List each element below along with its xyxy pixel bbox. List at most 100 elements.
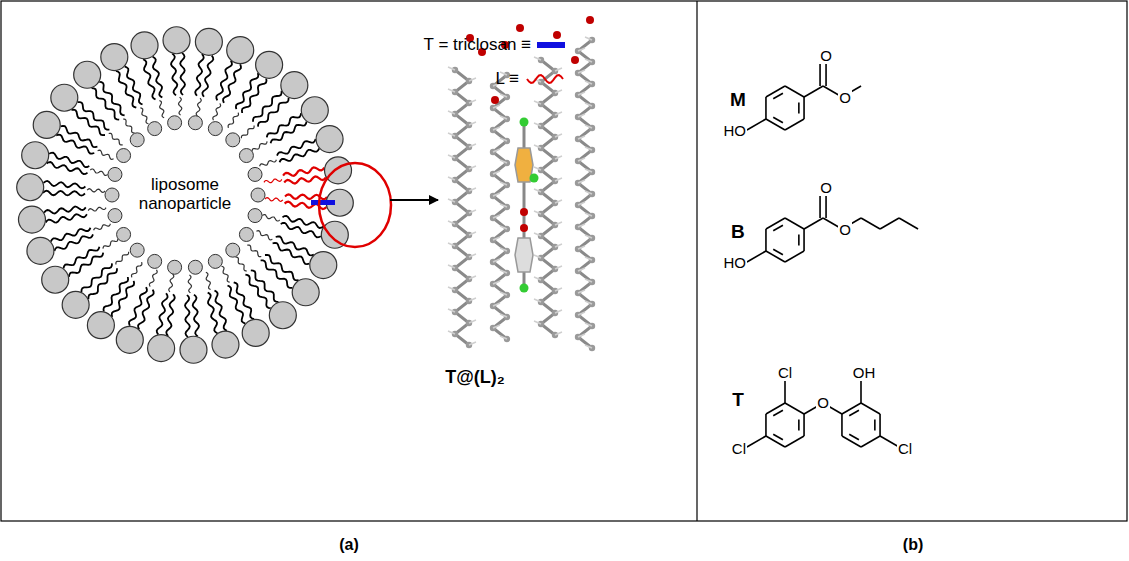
lipid-head: [108, 209, 122, 223]
hydrogen: [578, 202, 585, 205]
hydrogen: [585, 169, 592, 172]
hydrogen: [493, 281, 500, 284]
hydrogen: [500, 116, 507, 119]
lipid-head: [105, 188, 119, 202]
lipid-tail: [46, 214, 87, 222]
hydrogen: [578, 246, 585, 249]
double-bond: [825, 194, 827, 218]
lipid-tail: [44, 207, 86, 214]
lipid-tail: [265, 198, 283, 202]
hydrogen: [448, 177, 455, 180]
hydrogen: [534, 277, 541, 280]
ring-bond: [785, 403, 804, 414]
lipid-tail: [63, 247, 99, 269]
lipid-head: [208, 122, 222, 136]
hydrogen: [555, 310, 562, 313]
lipid-tail: [228, 286, 246, 324]
atom-label: OH: [852, 365, 877, 382]
hydrogen: [493, 303, 500, 306]
hydrogen: [469, 78, 476, 81]
lipid-head: [117, 149, 131, 163]
lipid-tail: [88, 207, 106, 211]
hydrogen: [469, 122, 476, 125]
lipid-tail: [169, 274, 174, 292]
hydrogen: [585, 81, 592, 84]
legend-text: T = triclosan ≡: [424, 35, 531, 55]
atom-label: HO: [723, 123, 748, 140]
hydrogen: [493, 215, 500, 218]
hydrogen: [500, 314, 507, 317]
ring-bond: [861, 436, 880, 447]
hydrogen: [448, 287, 455, 290]
lipid-head: [148, 122, 162, 136]
lipid-tail: [196, 98, 201, 116]
lipid-head: [148, 335, 175, 362]
lipid-head: [227, 37, 254, 64]
lipid-tail: [123, 119, 134, 133]
hydrogen: [555, 266, 562, 269]
hydrogen: [585, 345, 592, 348]
hydrogen: [448, 265, 455, 268]
hydrogen: [534, 101, 541, 104]
legend-row: T = triclosan ≡: [405, 28, 565, 62]
hydrogen: [585, 125, 592, 128]
ring-bond: [879, 414, 881, 436]
hydrogen: [555, 90, 562, 93]
legend: T = triclosan ≡L ≡: [405, 28, 565, 96]
lipid-tail: [47, 162, 88, 174]
atom-label: Cl: [731, 441, 747, 458]
lipid-head: [130, 243, 144, 257]
hydrogen: [585, 279, 592, 282]
lipid-tail: [112, 281, 134, 317]
bond: [899, 218, 918, 229]
lipid-head: [281, 72, 308, 99]
lipid-head: [248, 167, 262, 181]
hydrogen: [555, 200, 562, 203]
hydrogen: [578, 312, 585, 315]
double-bond: [819, 62, 821, 86]
hydrogen: [585, 59, 592, 62]
divider: [696, 1, 697, 521]
ring-bond: [765, 97, 767, 119]
hydrogen: [469, 188, 476, 191]
hydrogen: [578, 268, 585, 271]
lipid-head: [74, 61, 101, 88]
hydrogen: [555, 112, 562, 115]
hydrogen: [585, 147, 592, 150]
lipid-tail: [264, 179, 282, 183]
ring-bond: [841, 414, 843, 436]
hydrogen: [555, 332, 562, 335]
chlorine-atom: [520, 118, 529, 127]
legend-sample: [525, 72, 565, 86]
ring-bond: [766, 86, 785, 97]
lipid-tail: [125, 66, 143, 104]
lipid-head: [292, 279, 319, 306]
hydrogen: [469, 232, 476, 235]
hydrogen: [493, 105, 500, 108]
lipid-tail: [159, 100, 164, 117]
structures: [747, 62, 918, 447]
bond: [747, 436, 766, 447]
lipid-tail: [273, 243, 310, 264]
hydrogen: [500, 204, 507, 207]
double-bond: [825, 62, 827, 86]
ring-bond: [842, 436, 861, 447]
lipid-tail: [247, 245, 261, 257]
hydrogen: [469, 298, 476, 301]
hydrogen: [585, 191, 592, 194]
compound-letter: B: [731, 222, 745, 243]
hydrogen: [448, 199, 455, 202]
lipid-tail: [61, 126, 98, 147]
lipid-head: [87, 312, 114, 339]
lipid-tail: [44, 181, 86, 188]
lipid-tail: [241, 126, 254, 139]
molecular-model: [448, 16, 595, 351]
oxygen-atom: [516, 24, 524, 32]
atom-label: O: [838, 222, 852, 239]
lipid-tail: [149, 270, 157, 287]
hydrogen: [448, 111, 455, 114]
lipid-tail: [281, 223, 321, 237]
bond: [880, 218, 899, 229]
oxygen-atom: [571, 56, 579, 64]
